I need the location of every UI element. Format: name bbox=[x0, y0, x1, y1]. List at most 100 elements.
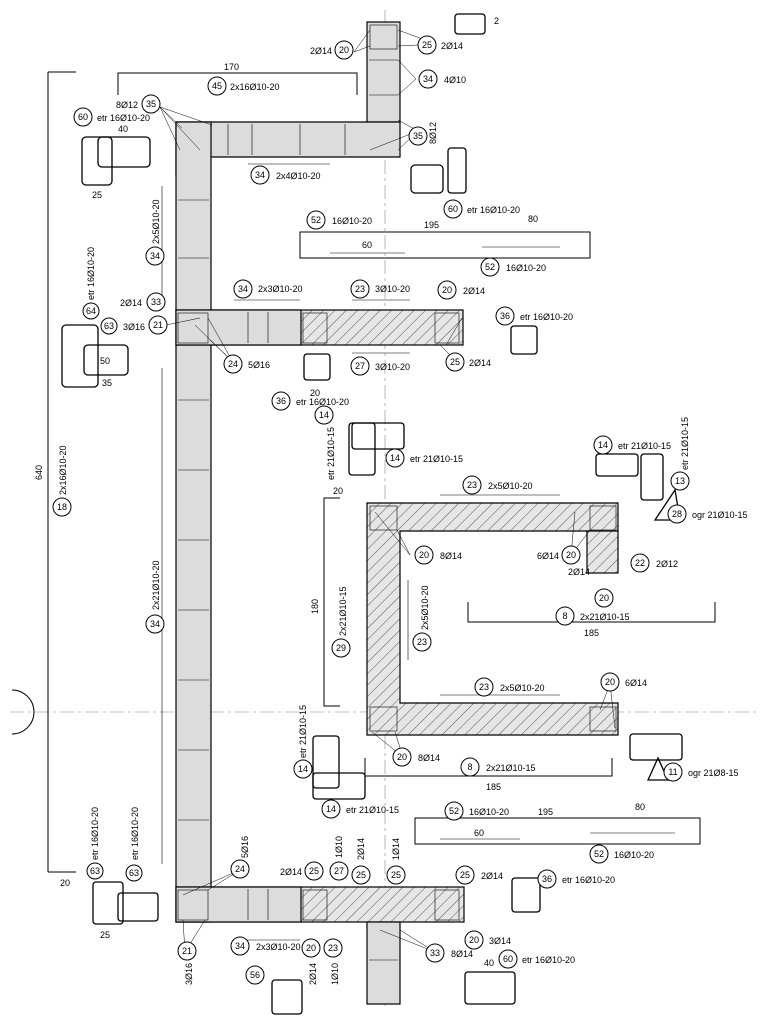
wall-top-stub bbox=[366, 21, 401, 123]
bar-label-20-core-e: 20 2Ø14 bbox=[568, 567, 614, 608]
svg-text:8Ø12: 8Ø12 bbox=[116, 100, 138, 110]
svg-text:11: 11 bbox=[668, 767, 677, 777]
dim-640: 640 bbox=[34, 465, 44, 480]
dim-185-bottom: 185 bbox=[486, 782, 501, 792]
bar-label-23-top: 23 2x5Ø10-20 bbox=[462, 475, 533, 495]
dim-50: 50 bbox=[100, 356, 110, 366]
svg-text:2Ø14: 2Ø14 bbox=[469, 358, 491, 368]
svg-text:34: 34 bbox=[150, 619, 160, 629]
svg-text:2x21Ø10-15: 2x21Ø10-15 bbox=[338, 586, 348, 636]
svg-text:20: 20 bbox=[605, 677, 615, 687]
dim-25-b: 25 bbox=[100, 930, 110, 940]
svg-text:2Ø14: 2Ø14 bbox=[463, 286, 485, 296]
svg-text:2x3Ø10-20: 2x3Ø10-20 bbox=[258, 284, 303, 294]
svg-text:34: 34 bbox=[235, 941, 245, 951]
svg-text:2x16Ø10-20: 2x16Ø10-20 bbox=[230, 82, 280, 92]
svg-text:33: 33 bbox=[151, 297, 161, 307]
dimension-185-top bbox=[467, 602, 716, 623]
bar-shape-52-top bbox=[299, 231, 591, 259]
svg-text:8Ø14: 8Ø14 bbox=[418, 753, 440, 763]
dim-185-top: 185 bbox=[584, 628, 599, 638]
wall-left-vertical bbox=[175, 121, 212, 923]
svg-text:2Ø14: 2Ø14 bbox=[280, 867, 302, 877]
svg-text:20: 20 bbox=[306, 943, 316, 953]
svg-text:18: 18 bbox=[57, 502, 67, 512]
svg-text:21: 21 bbox=[153, 320, 163, 330]
svg-text:52: 52 bbox=[449, 806, 459, 816]
wall-bottom-stub bbox=[366, 921, 401, 1005]
svg-text:25: 25 bbox=[391, 870, 401, 880]
svg-text:6Ø14: 6Ø14 bbox=[625, 678, 647, 688]
svg-text:20: 20 bbox=[419, 550, 429, 560]
svg-text:34: 34 bbox=[255, 170, 265, 180]
svg-text:etr 21Ø10-15: etr 21Ø10-15 bbox=[410, 454, 463, 464]
svg-text:36: 36 bbox=[500, 311, 510, 321]
svg-text:2x3Ø10-20: 2x3Ø10-20 bbox=[256, 942, 301, 952]
svg-text:2x5Ø10-20: 2x5Ø10-20 bbox=[420, 585, 430, 630]
dim-2-top: 2 bbox=[494, 16, 499, 26]
svg-text:25: 25 bbox=[422, 40, 432, 50]
bar-label-29: 29 2x21Ø10-15 bbox=[331, 586, 351, 658]
svg-text:64: 64 bbox=[86, 306, 96, 316]
dim-40-b: 40 bbox=[484, 958, 494, 968]
svg-text:ogr 21Ø8-15: ogr 21Ø8-15 bbox=[688, 768, 739, 778]
dim-180: 180 bbox=[310, 599, 320, 614]
svg-text:etr 16Ø10-20: etr 16Ø10-20 bbox=[97, 113, 150, 123]
svg-text:52: 52 bbox=[485, 262, 495, 272]
wall-bottom-left bbox=[175, 886, 302, 923]
svg-text:2Ø14: 2Ø14 bbox=[120, 298, 142, 308]
dim-20-left-bottom: 20 bbox=[60, 878, 70, 888]
svg-text:25: 25 bbox=[309, 866, 319, 876]
svg-text:2Ø14: 2Ø14 bbox=[568, 567, 590, 577]
svg-text:8Ø14: 8Ø14 bbox=[440, 551, 462, 561]
svg-text:2Ø14: 2Ø14 bbox=[308, 963, 318, 985]
svg-text:2x4Ø10-20: 2x4Ø10-20 bbox=[276, 171, 321, 181]
svg-text:2Ø14: 2Ø14 bbox=[310, 46, 332, 56]
svg-text:16Ø10-20: 16Ø10-20 bbox=[469, 807, 509, 817]
svg-text:56: 56 bbox=[250, 970, 260, 980]
svg-text:20: 20 bbox=[566, 550, 576, 560]
svg-text:52: 52 bbox=[594, 849, 604, 859]
svg-text:45: 45 bbox=[212, 81, 222, 91]
dim-195-bottom: 195 bbox=[538, 807, 553, 817]
svg-text:20: 20 bbox=[469, 935, 479, 945]
svg-text:etr 16Ø10-20: etr 16Ø10-20 bbox=[562, 875, 615, 885]
bar-label-34-2x4: 34 2x4Ø10-20 bbox=[250, 165, 321, 185]
wall-upper-middle-left bbox=[175, 309, 302, 346]
svg-text:29: 29 bbox=[336, 643, 346, 653]
svg-text:2x5Ø10-20: 2x5Ø10-20 bbox=[500, 683, 545, 693]
svg-text:20: 20 bbox=[599, 593, 609, 603]
dimension-170-bracket bbox=[117, 72, 358, 95]
svg-text:23: 23 bbox=[355, 284, 365, 294]
wall-core-c-shape bbox=[366, 502, 619, 736]
svg-text:13: 13 bbox=[675, 476, 685, 486]
svg-text:16Ø10-20: 16Ø10-20 bbox=[614, 850, 654, 860]
svg-text:3Ø16: 3Ø16 bbox=[184, 963, 194, 985]
svg-text:etr 16Ø10-20: etr 16Ø10-20 bbox=[90, 807, 100, 860]
svg-text:23: 23 bbox=[467, 480, 477, 490]
svg-text:3Ø10-20: 3Ø10-20 bbox=[375, 362, 410, 372]
bar-label-56: 56 bbox=[245, 965, 265, 985]
svg-text:2x5Ø10-20: 2x5Ø10-20 bbox=[488, 481, 533, 491]
